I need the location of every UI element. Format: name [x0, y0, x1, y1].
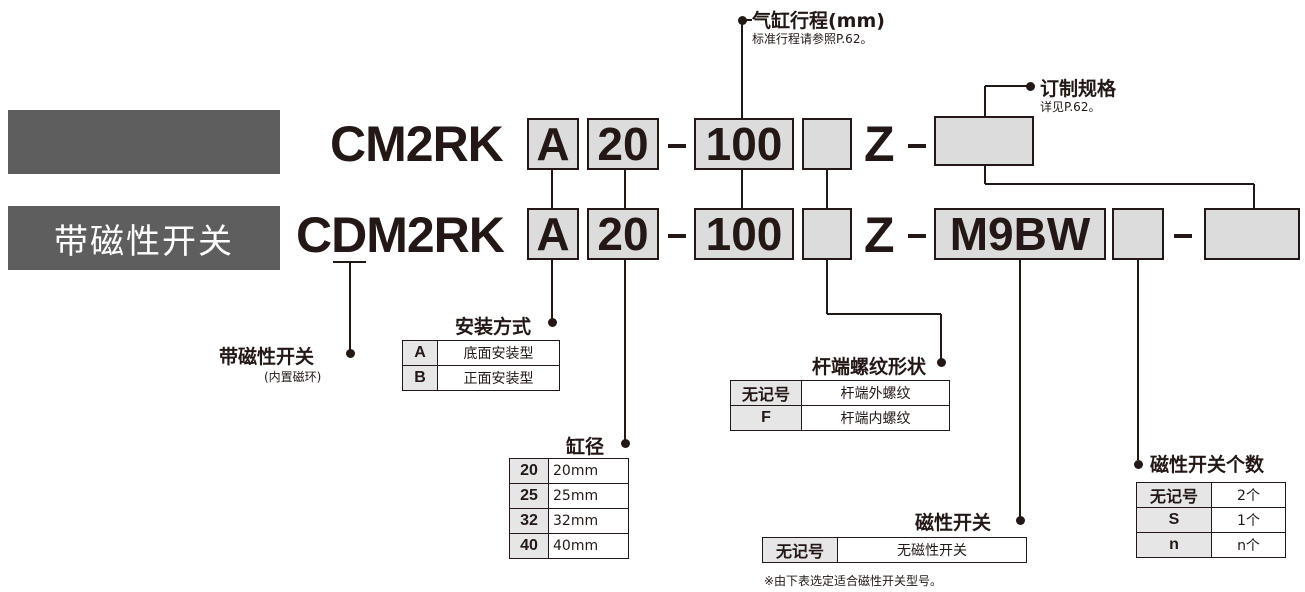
bore-desc: 40mm — [548, 533, 629, 559]
switch-qty-box — [1112, 208, 1164, 260]
rod-thread-title: 杆端螺纹形状 — [812, 356, 927, 378]
rod-thread-code: 无记号 — [730, 380, 802, 406]
custom-box-standard — [934, 116, 1034, 166]
auto-switch-title: 磁性开关 — [915, 512, 992, 534]
auto-switch-note: ※由下表选定适合磁性开关型号。 — [764, 574, 943, 588]
magnet-note: (内置磁环) — [264, 370, 322, 384]
switch-desc: 无磁性开关 — [837, 537, 1027, 563]
table-row: n n个 — [1136, 532, 1286, 558]
table-row: 32 32mm — [509, 508, 629, 534]
mount-code: B — [402, 365, 438, 391]
bore-code: 20 — [509, 458, 549, 484]
custom-note: 详见P.62。 — [1040, 100, 1101, 114]
bore-desc: 32mm — [548, 508, 629, 534]
bore-box-standard: 20 — [587, 118, 659, 170]
bore-code: 32 — [509, 508, 549, 534]
z-standard: Z — [864, 116, 895, 172]
table-row: 无记号 杆端外螺纹 — [730, 380, 950, 406]
table-row: S 1个 — [1136, 507, 1286, 533]
rod-thread-dot — [937, 358, 946, 367]
switch-count-dot — [1134, 460, 1143, 469]
table-row: 40 40mm — [509, 533, 629, 559]
series-label-standard — [8, 110, 280, 174]
auto-switch-table: 无记号 无磁性开关 — [762, 537, 1027, 563]
z-switch: Z — [864, 207, 895, 263]
table-row: 25 25mm — [509, 483, 629, 509]
switch-count-desc: n个 — [1211, 532, 1286, 558]
model-prefix-standard: CM2RK — [330, 116, 504, 172]
switch-box: M9BW — [934, 208, 1106, 260]
dash-standard-1 — [668, 144, 686, 148]
switch-count-code: S — [1136, 507, 1212, 533]
bore-size-table: 20 20mm 25 25mm 32 32mm 40 40mm — [509, 458, 629, 559]
switch-dot — [1016, 516, 1025, 525]
stroke-box-standard: 100 — [694, 118, 794, 170]
model-prefix-switch: CDM2RK — [296, 207, 505, 263]
mount-dot — [548, 318, 557, 327]
bore-desc: 25mm — [548, 483, 629, 509]
table-row: 20 20mm — [509, 458, 629, 484]
rod-thread-table: 无记号 杆端外螺纹 F 杆端内螺纹 — [730, 380, 950, 431]
bore-box-switch: 20 — [587, 208, 659, 260]
switch-count-table: 无记号 2个 S 1个 n n个 — [1136, 482, 1286, 558]
series-label-switch: 带磁性开关 — [8, 206, 280, 270]
bore-code: 40 — [509, 533, 549, 559]
dash-switch-1 — [668, 234, 686, 238]
magnet-dot — [346, 349, 355, 358]
rod-end-box-switch — [802, 208, 852, 260]
custom-box-switch — [1204, 208, 1300, 260]
mount-type-title: 安装方式 — [455, 316, 532, 338]
mount-desc: 底面安装型 — [437, 340, 560, 366]
dash-switch-3 — [1174, 234, 1192, 238]
mount-code: A — [402, 340, 438, 366]
table-row: 无记号 2个 — [1136, 482, 1286, 508]
mount-type-table: A 底面安装型 B 正面安装型 — [402, 340, 560, 391]
rod-end-box-standard — [802, 118, 852, 170]
mount-box-switch: A — [527, 208, 579, 260]
dash-switch-2 — [908, 234, 926, 238]
bore-desc: 20mm — [548, 458, 629, 484]
table-row: F 杆端内螺纹 — [730, 405, 950, 431]
magnet-title: 带磁性开关 — [219, 346, 315, 368]
switch-count-code: 无记号 — [1136, 482, 1212, 508]
rod-thread-code: F — [730, 405, 802, 431]
mount-box-standard: A — [527, 118, 579, 170]
rod-thread-desc: 杆端内螺纹 — [801, 405, 950, 431]
switch-count-title: 磁性开关个数 — [1150, 454, 1265, 476]
stroke-box-switch: 100 — [694, 208, 794, 260]
switch-count-desc: 2个 — [1211, 482, 1286, 508]
table-row: B 正面安装型 — [402, 365, 560, 391]
stroke-note: 标准行程请参照P.62。 — [752, 32, 873, 46]
bore-dot — [621, 439, 630, 448]
rod-thread-desc: 杆端外螺纹 — [801, 380, 950, 406]
switch-count-desc: 1个 — [1211, 507, 1286, 533]
bore-size-title: 缸径 — [566, 436, 605, 458]
dash-standard-2 — [908, 144, 926, 148]
stroke-title: 气缸行程(mm) — [752, 10, 885, 32]
bore-code: 25 — [509, 483, 549, 509]
table-row: 无记号 无磁性开关 — [762, 537, 1027, 563]
custom-title: 订制规格 — [1040, 78, 1117, 100]
mount-desc: 正面安装型 — [437, 365, 560, 391]
custom-dot — [1026, 82, 1035, 91]
switch-count-code: n — [1136, 532, 1212, 558]
switch-code: 无记号 — [762, 537, 838, 563]
stroke-dot — [738, 16, 747, 25]
table-row: A 底面安装型 — [402, 340, 560, 366]
